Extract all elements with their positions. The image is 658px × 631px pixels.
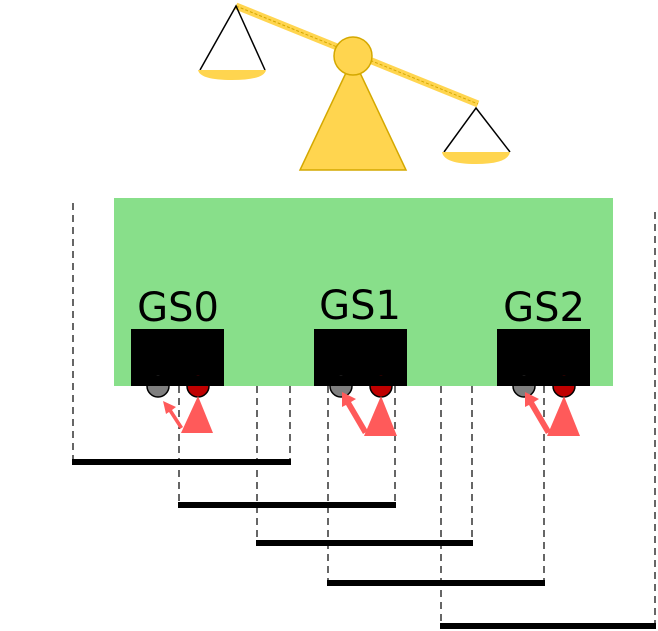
gs-label: GS1: [319, 283, 401, 329]
gs-unit-0: GS0: [131, 285, 224, 433]
scale-pivot: [333, 36, 373, 76]
red-arrow-icon: [163, 401, 183, 429]
red-arrow-icon: [525, 392, 551, 434]
block-cover: [131, 376, 224, 386]
block-cover: [314, 376, 407, 386]
range-bars: [72, 459, 656, 629]
gs-unit-2: GS2: [497, 285, 590, 436]
right-pan-strings: [443, 106, 511, 153]
block-cover: [497, 376, 590, 386]
gs-label: GS0: [137, 285, 219, 331]
left-pan: [198, 70, 266, 80]
red-beam-icon: [364, 396, 397, 436]
red-beam-icon: [547, 396, 580, 436]
red-beam-icon: [181, 396, 213, 433]
right-pan: [442, 152, 510, 164]
balance-scale-icon: [198, 2, 511, 171]
gs-unit-1: GS1: [314, 283, 407, 436]
scale-stand: [298, 56, 408, 171]
red-arrow-icon: [342, 392, 368, 434]
gs-label: GS2: [503, 285, 585, 331]
left-pan-strings: [199, 4, 266, 71]
